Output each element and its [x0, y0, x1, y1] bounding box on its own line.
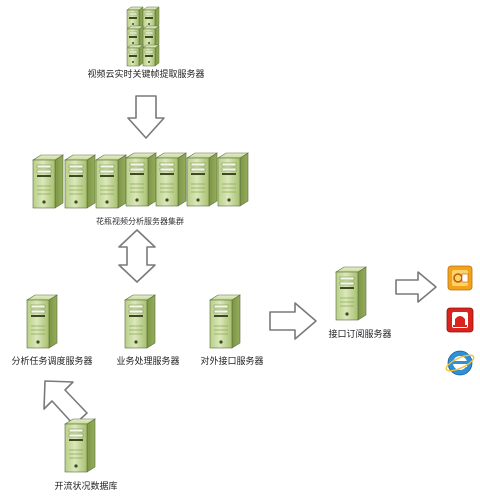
arrow-down-keyframe-to-cluster — [127, 95, 165, 139]
database-label: 开流状况数据库 — [54, 480, 117, 492]
business-server-label: 业务处理服务器 — [116, 355, 179, 367]
business-server — [124, 294, 156, 349]
analysis-server-cluster — [32, 152, 249, 209]
database-server — [64, 418, 96, 473]
task-scheduler-label: 分析任务调度服务器 — [11, 355, 92, 367]
keyframe-server-label: 视频云实时关键帧提取服务器 — [87, 68, 204, 80]
subscription-server-label: 接口订阅服务器 — [328, 328, 391, 340]
alarm-app-icon — [446, 307, 474, 333]
arrow-right-interface-to-subscription — [269, 302, 317, 340]
arrow-bidirectional-cluster-business — [118, 229, 156, 283]
ie-browser-icon — [445, 350, 475, 376]
task-scheduler-server — [26, 294, 58, 349]
analysis-cluster-label: 花瓶视频分析服务器集群 — [96, 216, 184, 226]
arrow-right-subscription-to-clients — [395, 271, 437, 303]
external-interface-server — [209, 294, 241, 349]
arrow-diagonal-database-to-scheduler — [43, 380, 88, 426]
keyframe-server-stack — [126, 6, 160, 67]
subscription-server — [335, 266, 367, 321]
outlook-app-icon — [447, 265, 473, 291]
external-interface-label: 对外接口服务器 — [200, 355, 263, 367]
